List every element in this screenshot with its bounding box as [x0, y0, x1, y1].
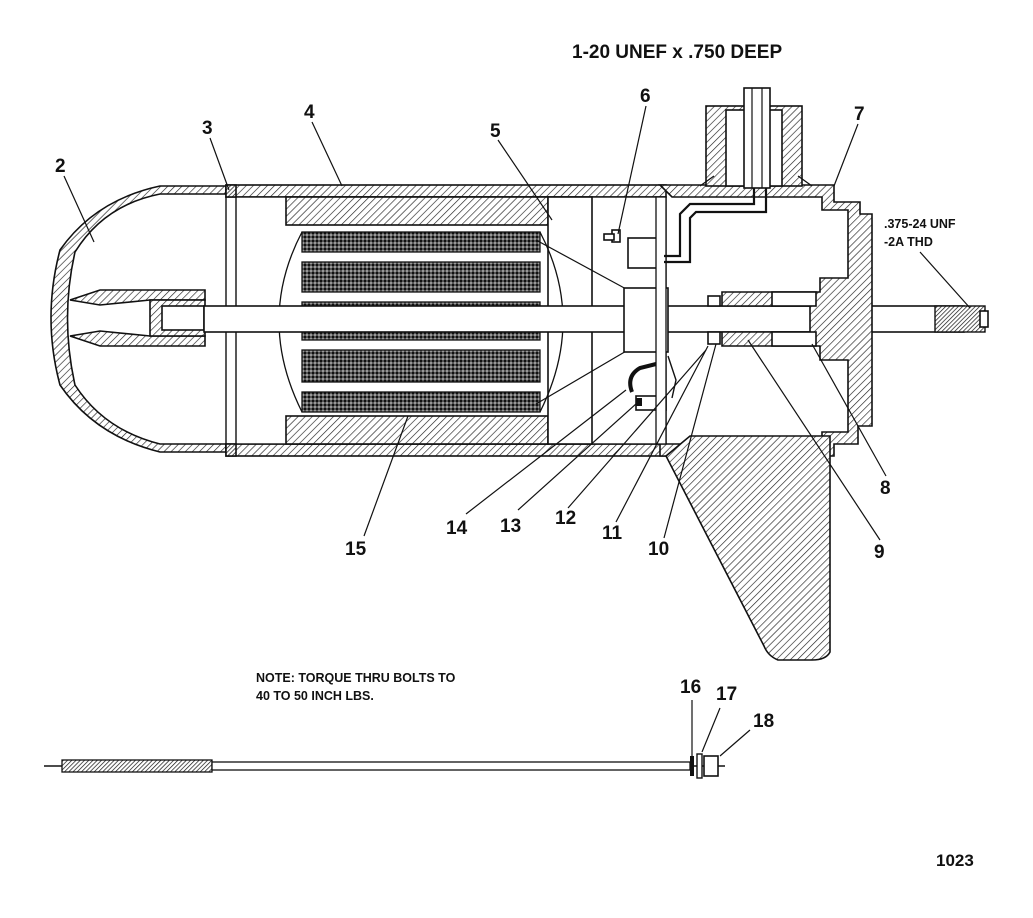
figure-number: 1023: [936, 851, 974, 870]
callout-8: 8: [880, 478, 891, 499]
shaft-thread: [934, 305, 989, 333]
callout-14: 14: [446, 518, 468, 539]
torque-note-line2: 40 TO 50 INCH LBS.: [256, 689, 374, 703]
callout-15: 15: [345, 539, 367, 560]
thread-spec-shaft-line2: -2A THD: [884, 235, 933, 249]
torque-note-line1: NOTE: TORQUE THRU BOLTS TO: [256, 671, 456, 685]
thread-spec-shaft-line1: .375-24 UNF: [884, 217, 956, 231]
callout-12: 12: [555, 508, 576, 529]
callout-13: 13: [500, 516, 521, 537]
callout-labels: 2 3 4 5 6 7 8 9 10 11 12 13 14 15 16 17 …: [55, 86, 891, 732]
callout-17: 17: [716, 684, 737, 705]
callout-10: 10: [648, 539, 669, 560]
callout-11: 11: [602, 523, 623, 544]
callout-16: 16: [680, 677, 701, 698]
callout-7: 7: [854, 104, 865, 125]
nut-18: [703, 755, 719, 777]
callout-2: 2: [55, 156, 66, 177]
leader-lines: [63, 105, 971, 757]
armature: [278, 231, 564, 413]
washer-16: [690, 756, 694, 776]
callout-18: 18: [753, 711, 774, 732]
washer-17: [696, 753, 703, 779]
thread-spec-cord-entry: 1-20 UNEF x .750 DEEP: [572, 42, 782, 63]
callout-3: 3: [202, 118, 213, 139]
skeg: [664, 435, 831, 661]
nose-cone: [50, 185, 227, 453]
through-bolt: [44, 753, 725, 779]
cord-entry-boss: [664, 87, 813, 264]
callout-4: 4: [304, 102, 315, 123]
rear-end-cap: [655, 184, 873, 457]
callout-6: 6: [640, 86, 651, 107]
callout-9: 9: [874, 542, 885, 563]
callout-5: 5: [490, 121, 501, 142]
